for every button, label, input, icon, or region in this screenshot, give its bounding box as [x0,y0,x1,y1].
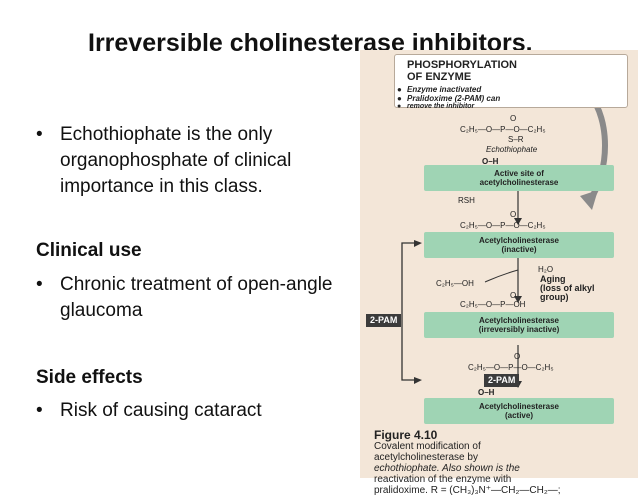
figure-caption: Figure 4.10 Covalent modification of ace… [374,428,636,496]
oh-group-1: O–H [482,157,499,166]
heading-side-effects: Side effects [36,367,143,388]
ethanol-label: C₂H₅—OH [436,279,474,288]
enzyme-active-site: Active site of acetylcholinesterase [424,165,614,191]
pam-label-left: 2-PAM [366,314,402,327]
bullet-text-line: organophosphate of clinical [60,150,292,171]
bullet-dot: • [36,274,43,295]
intermediate-oxygen: O [510,210,517,219]
pam-formula: C₂H₅—O—P—O—C₂H₅ [468,363,554,372]
rsh-label: RSH [458,196,475,205]
bullet-text-line: glaucoma [60,300,143,321]
caption-figure-number: Figure 4.10 [374,428,438,442]
echothiophate-sr: S–R [508,135,524,144]
heading-clinical-use: Clinical use [36,240,142,261]
bullet-text-line: Risk of causing cataract [60,400,262,421]
caption-line: echothiophate. Also shown is the [374,463,520,474]
water-label: H₂O [538,265,554,274]
bullet-dot: • [36,124,43,145]
echothiophate-name: Echothiophate [486,145,538,154]
aged-formula: C₂H₅—O—P—OH [460,300,526,309]
pam-label-mid: 2-PAM [484,374,520,387]
panel-item-1: Enzyme inactivated [397,85,481,94]
bullet-text-line: Chronic treatment of open-angle [60,274,333,295]
enzyme-irreversibly-inactive: Acetylcholinesterase (irreversibly inact… [424,312,614,338]
panel-item-2a: Pralidoxime (2-PAM) can [397,94,500,103]
enzyme-active: Acetylcholinesterase (active) [424,398,614,424]
bullet-text-line: Echothiophate is the only [60,124,273,145]
enzyme-inactive: Acetylcholinesterase (inactive) [424,232,614,258]
caption-line: acetylcholinesterase by [374,452,478,463]
echothiophate-oxygen: O [510,114,517,123]
intermediate-formula: C₂H₅—O—P—O—C₂H₅ [460,221,546,230]
bullet-text-line: importance in this class. [60,176,263,197]
bullet-dot: • [36,400,43,421]
panel-item-2b: remove the inhibitor [397,102,474,111]
aged-oxygen: O [510,291,517,300]
caption-line: pralidoxime. R = (CH₃)₃N⁺—CH₂—CH₂—; [374,485,561,496]
caption-line: Covalent modification of [374,441,481,452]
echothiophate-formula: C₂H₅—O—P—O—C₂H₅ [460,125,546,134]
oh-group-4: O–H [478,388,495,397]
pam-oxygen: O [514,352,521,361]
caption-line: reactivation of the enzyme with [374,474,512,485]
